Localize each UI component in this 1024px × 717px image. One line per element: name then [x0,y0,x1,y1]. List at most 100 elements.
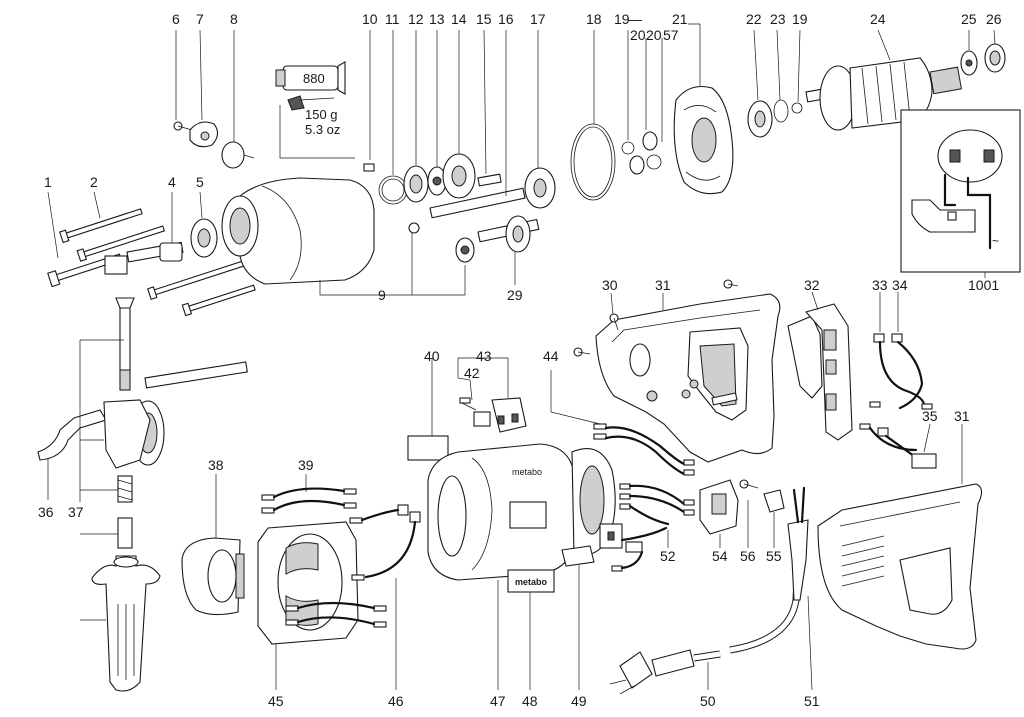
callout-36: 36 [38,504,54,520]
callout-17: 17 [530,11,546,27]
callout-47: 47 [490,693,506,709]
grease-code: 880 [303,71,325,86]
gear-train-10-17 [363,29,556,263]
callout-20a: 20 [630,27,646,43]
bearing-22 [747,29,773,138]
switch-32 [787,291,853,441]
callout-10: 10 [362,11,378,27]
bearing-5 [190,191,218,258]
gear-housing-9 [221,177,466,296]
callout-dash: — [628,11,642,27]
callout-31a: 31 [655,277,671,293]
motor-flange [673,85,734,195]
wires-35 [859,423,937,469]
callout-35: 35 [922,408,938,424]
callout-29: 29 [507,287,523,303]
callout-44: 44 [543,348,559,364]
callout-48: 48 [522,693,538,709]
grease-tube: 880 150 g 5.3 oz [275,61,355,159]
wires-39 [261,474,357,514]
sticker-49 [561,545,595,690]
callout-14: 14 [451,11,467,27]
callout-55: 55 [766,548,782,564]
screw-56 [739,479,759,548]
callout-25: 25 [961,11,977,27]
callout-2: 2 [90,174,98,190]
callout-19b: 19 [792,11,808,27]
spindle-4 [104,192,184,275]
callout-5: 5 [196,174,204,190]
callout-32: 32 [804,277,820,293]
callout-56: 56 [740,548,756,564]
callout-54: 54 [712,548,728,564]
handle-housing-31-bottom [817,424,983,650]
o-ring-18 [570,30,616,201]
callout-24: 24 [870,11,886,27]
callout-38: 38 [208,457,224,473]
callout-18: 18 [586,11,602,27]
brush-holder-inset-1001: ~ [900,109,1021,278]
callout-42: 42 [464,365,480,381]
parts-6-7-8 [173,29,255,169]
air-guide-38 [181,474,245,616]
callout-37: 37 [68,504,84,520]
gear-shaft-29 [477,215,540,285]
wires-44 [550,370,695,476]
callout-34: 34 [892,277,908,293]
callout-8: 8 [230,11,238,27]
screws-lower-housing [147,260,256,317]
callout-26: 26 [986,11,1002,27]
callout-49: 49 [571,693,587,709]
callout-12: 12 [408,11,424,27]
grease-weight-g: 150 g [305,107,338,122]
callout-1: 1 [44,174,52,190]
callout-46: 46 [388,693,404,709]
callout-7: 7 [196,11,204,27]
callout-21: 21 [672,11,688,27]
bearing-group-19-21 [621,23,701,175]
power-cord-50 [609,559,802,695]
wires-33-34 [869,292,933,410]
callout-13: 13 [429,11,445,27]
callout-31b: 31 [954,408,970,424]
inset-tilde: ~ [992,234,999,248]
callout-4: 4 [168,174,176,190]
callout-52: 52 [660,548,676,564]
callout-16: 16 [498,11,514,27]
callout-11: 11 [385,11,400,27]
callout-15: 15 [476,11,492,27]
cable-sleeve-51 [787,486,813,691]
label-plate-text: metabo [515,577,548,587]
callout-45: 45 [268,693,284,709]
wires-52 [599,483,695,572]
suppressor-54 [699,479,739,548]
motor-housing-47: metabo [427,443,616,690]
field-stator-45 [257,517,387,690]
callout-43: 43 [476,348,492,364]
washer-23 [773,29,789,123]
grease-weight-oz: 5.3 oz [305,122,340,137]
clip-55 [763,489,785,548]
wires-46 [360,504,421,690]
callout-51: 51 [804,693,820,709]
callout-30: 30 [602,277,618,293]
callout-22: 22 [746,11,762,27]
callout-23: 23 [770,11,786,27]
callout-1001: 1001 [968,277,999,293]
callout-50: 50 [700,693,716,709]
callout-40: 40 [424,348,440,364]
handle-housing-31-top [573,279,781,463]
callout-57: 57 [663,27,679,43]
callout-6: 6 [172,11,180,27]
parts-40-43 [407,357,527,461]
callout-20b: 20 [646,27,662,43]
callout-39: 39 [298,457,314,473]
ring-19b [791,29,803,114]
callout-numbers: 1 2 4 5 6 7 8 9 10 11 12 13 14 15 16 17 … [38,11,1002,709]
bearing-26 [984,29,1006,73]
callout-33: 33 [872,277,888,293]
housing-brand-mark: metabo [512,467,542,477]
screws-1-2 [47,191,166,288]
bearing-25 [960,30,978,76]
